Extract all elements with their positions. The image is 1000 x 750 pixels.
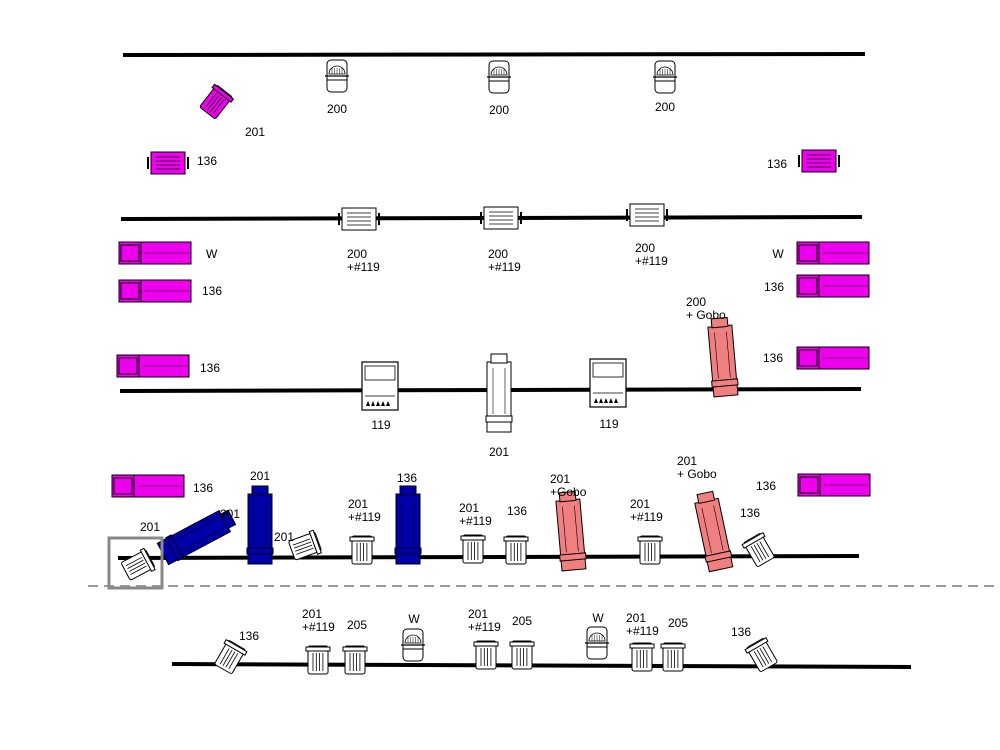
fixture-label: 119 [599,417,618,431]
fixture-label: W [592,611,604,625]
fixture-small-white[interactable] [460,534,486,564]
fixture-label: 119 [371,418,390,432]
fixture-label: 136 [200,361,220,375]
fixture-label: 201 [140,520,160,534]
fixture-label: 136 [202,284,222,298]
fixture-par-white[interactable] [401,628,425,662]
fixture-label: 201 [250,469,270,483]
fixture-label: W [408,612,420,626]
fixture-label: 201 [245,125,265,139]
fixture-label: 201+Gobo [550,472,587,499]
fixture-fresnel-magenta[interactable] [147,151,189,175]
fixture-small-white[interactable] [120,547,156,582]
fixture-flood-white[interactable] [589,358,627,408]
fixture-label: 200 [489,103,509,117]
fixture-small-white[interactable] [509,640,535,670]
fixture-small-white[interactable] [744,637,780,673]
fixture-label: 136 [740,506,760,520]
pipe-5 [171,662,912,669]
fixture-long-magenta[interactable] [116,354,190,378]
fixture-label: 136 [731,625,751,639]
fixture-label: 205 [668,616,688,630]
fixture-profile-salmon[interactable] [692,490,734,573]
fixture-small-white[interactable] [741,532,777,568]
fixture-profile-blue[interactable] [394,485,422,565]
fixture-small-white[interactable] [503,535,529,565]
selection-box [107,536,164,590]
fixture-label: 201+#119 [630,497,663,524]
fixture-small-white[interactable] [637,535,663,565]
pipe-1 [122,52,866,57]
fixture-label: 205 [347,618,367,632]
fixture-long-magenta[interactable] [111,474,185,498]
fixture-label: 200 [327,102,347,116]
fixture-label: 136 [197,154,217,168]
fixture-label: 200+#119 [635,241,668,268]
fixture-label: 200+#119 [347,247,380,274]
fixture-fresnel-white[interactable] [480,206,522,230]
fixture-label: 200 [655,100,675,114]
fixture-profile-blue[interactable] [246,485,274,565]
fixture-label: 200+#119 [488,247,521,274]
fixture-par-white[interactable] [487,60,511,94]
fixture-label: 136 [193,481,213,495]
fixture-pc-magenta[interactable] [198,83,235,121]
fixture-long-magenta[interactable] [118,241,192,265]
fixture-long-magenta[interactable] [118,279,192,303]
fixture-label: 201+#119 [348,497,381,524]
fixture-label: 201+#119 [302,607,335,634]
fixture-label: 136 [763,351,783,365]
fixture-label: 136 [239,629,259,643]
fixture-small-white[interactable] [305,645,331,675]
fixture-label: W [206,247,218,261]
fixture-par-white[interactable] [325,59,349,93]
fixture-long-magenta[interactable] [796,346,870,370]
fixture-small-white[interactable] [349,535,375,565]
fixture-small-white[interactable] [473,640,499,670]
fixture-small-white[interactable] [629,642,655,672]
fixture-long-magenta[interactable] [797,473,871,497]
fixture-long-magenta[interactable] [796,241,870,265]
fixture-profile-salmon[interactable] [554,490,587,572]
fixture-flood-white[interactable] [361,361,399,411]
fixture-label: 200+ Gobo [686,295,726,322]
fixture-small-white[interactable] [288,529,323,562]
fixture-profile-salmon[interactable] [706,316,739,398]
fixture-profile-white[interactable] [485,353,513,433]
fixture-label: 201+ Gobo [677,454,717,481]
fixture-small-white[interactable] [342,645,368,675]
fixture-label: 136 [507,504,527,518]
fixture-label: 136 [767,157,787,171]
fixture-fresnel-white[interactable] [626,203,668,227]
fixture-fresnel-magenta[interactable] [798,149,840,173]
fixture-par-white[interactable] [585,626,609,660]
fixture-label: 201+#119 [468,607,501,634]
fixture-label: 201 [220,507,240,521]
fixture-label: 136 [397,471,417,485]
fixture-long-magenta[interactable] [796,274,870,298]
fixture-small-white[interactable] [213,639,248,675]
fixture-profile-blue[interactable] [156,506,238,566]
fixture-label: 201 [489,445,509,459]
fixture-label: 136 [756,479,776,493]
fixture-par-white[interactable] [653,60,677,94]
fixture-label: 201+#119 [626,611,659,638]
fixture-label: 201 [274,530,294,544]
fixture-label: 205 [512,614,532,628]
fixture-label: 136 [764,280,784,294]
fixture-fresnel-white[interactable] [338,207,380,231]
fixture-label: 201+#119 [459,501,492,528]
pipe-4 [117,554,860,560]
fixture-label: W [772,247,784,261]
fixture-small-white[interactable] [660,642,686,672]
